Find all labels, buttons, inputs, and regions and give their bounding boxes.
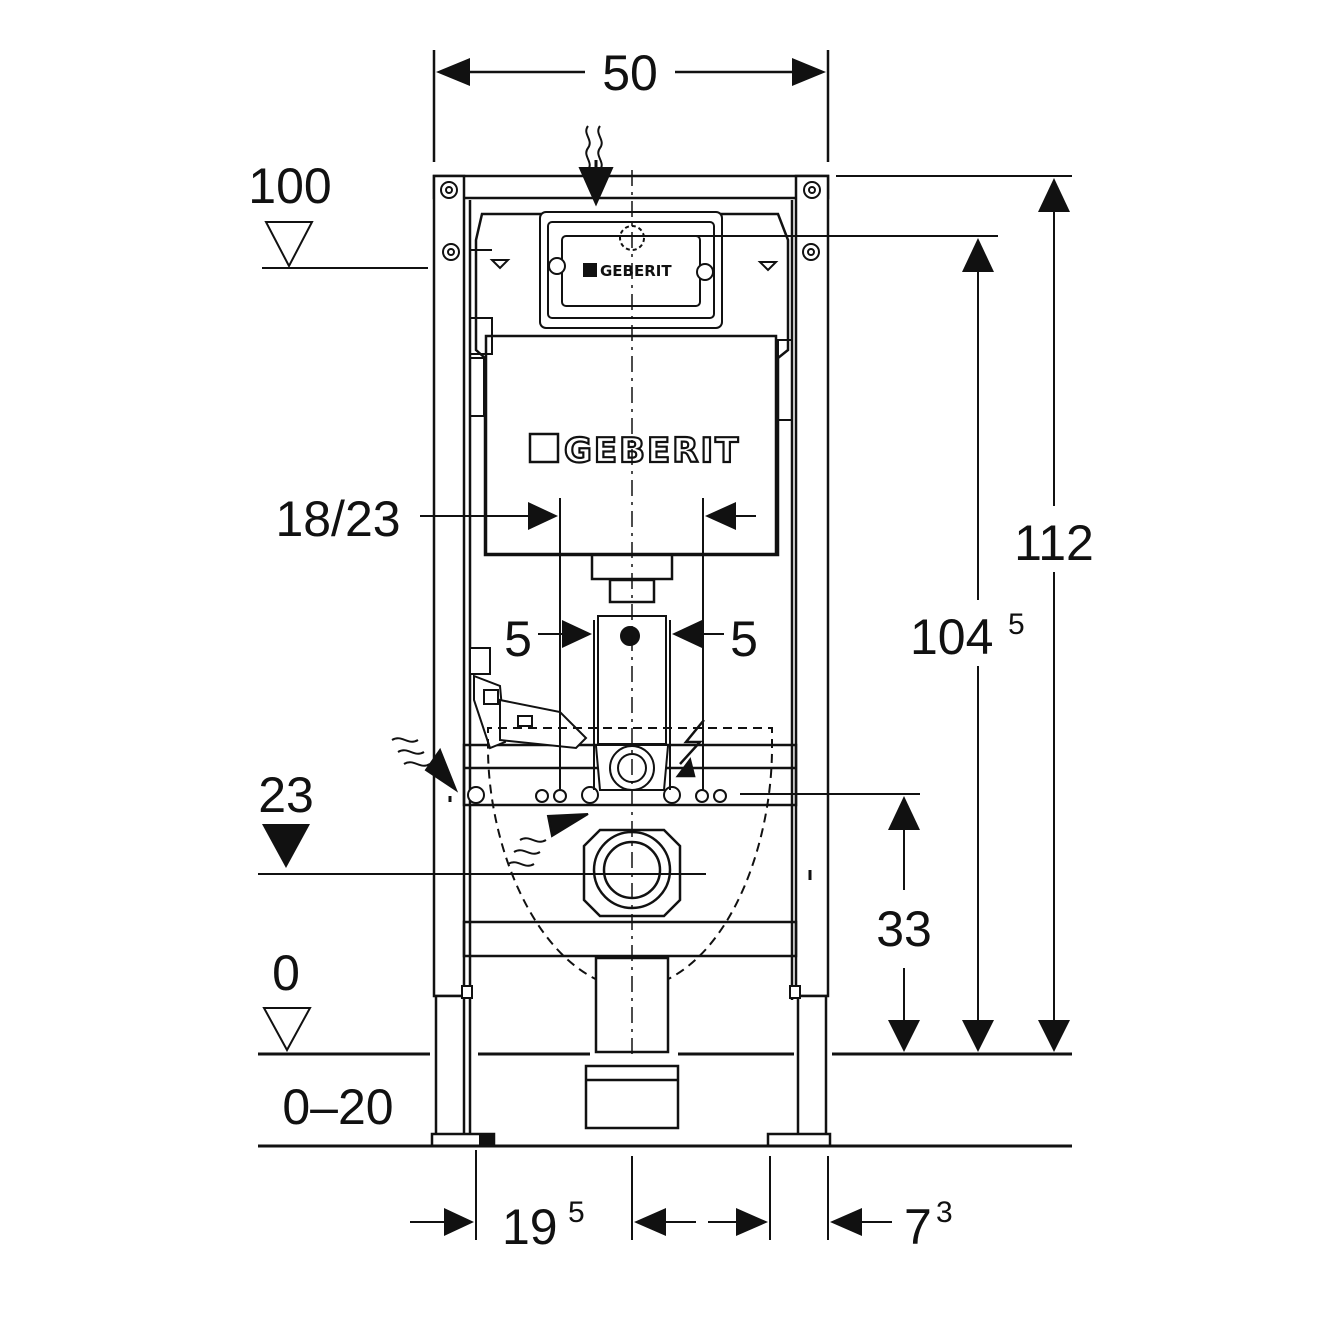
- water-supply-symbol: [578, 125, 614, 207]
- height-1045-sup: 5: [1008, 608, 1025, 641]
- bottom-left-sup: 5: [568, 1196, 585, 1229]
- ventilation-symbol-left: [391, 737, 459, 793]
- supply-valve: [469, 647, 588, 750]
- cistern-side-details: [469, 249, 793, 421]
- level-marker-0: [262, 1007, 312, 1053]
- cistern-logo-mark: [528, 432, 560, 464]
- waste-connection: [582, 828, 682, 1130]
- bottom-left-label: 19: [502, 1199, 558, 1255]
- width-inner-label: 18/23: [275, 491, 400, 547]
- floor-lines: [258, 1052, 1072, 1148]
- dimension-5-5: [538, 620, 724, 790]
- rail-ports: [467, 786, 727, 804]
- level-top-label: 100: [248, 158, 331, 214]
- height-33-label: 33: [876, 901, 932, 957]
- height-1045-label: 104: [910, 609, 993, 665]
- bottom-right-label: 7: [904, 1199, 932, 1255]
- level-marker-23: [258, 824, 706, 875]
- width-dimension-50: [432, 50, 830, 162]
- offset-left-label: 5: [504, 611, 532, 667]
- bottom-right-sup: 3: [936, 1196, 953, 1229]
- cistern-logo: GEBERIT: [564, 431, 740, 471]
- dimension-18-23: [420, 498, 756, 790]
- post-details: [448, 796, 812, 1147]
- level-23-label: 23: [258, 767, 314, 823]
- floor-range-label: 0–20: [282, 1079, 393, 1135]
- height-112-label: 112: [1014, 515, 1094, 571]
- mounting-holes: [440, 181, 821, 261]
- ventilation-symbol-bowl: [507, 813, 589, 867]
- bottom-dimensions: [410, 1150, 892, 1240]
- installation-frame: [430, 174, 832, 1148]
- plate-logo: GEBERIT: [600, 262, 672, 280]
- electric-symbol: [675, 719, 705, 778]
- offset-right-label: 5: [730, 611, 758, 667]
- level-marker-100: [262, 221, 428, 269]
- height-dimensions: [640, 175, 1072, 1052]
- level-0-label: 0: [272, 945, 300, 1001]
- width-total-label: 50: [602, 45, 658, 101]
- flush-plate: [539, 211, 723, 329]
